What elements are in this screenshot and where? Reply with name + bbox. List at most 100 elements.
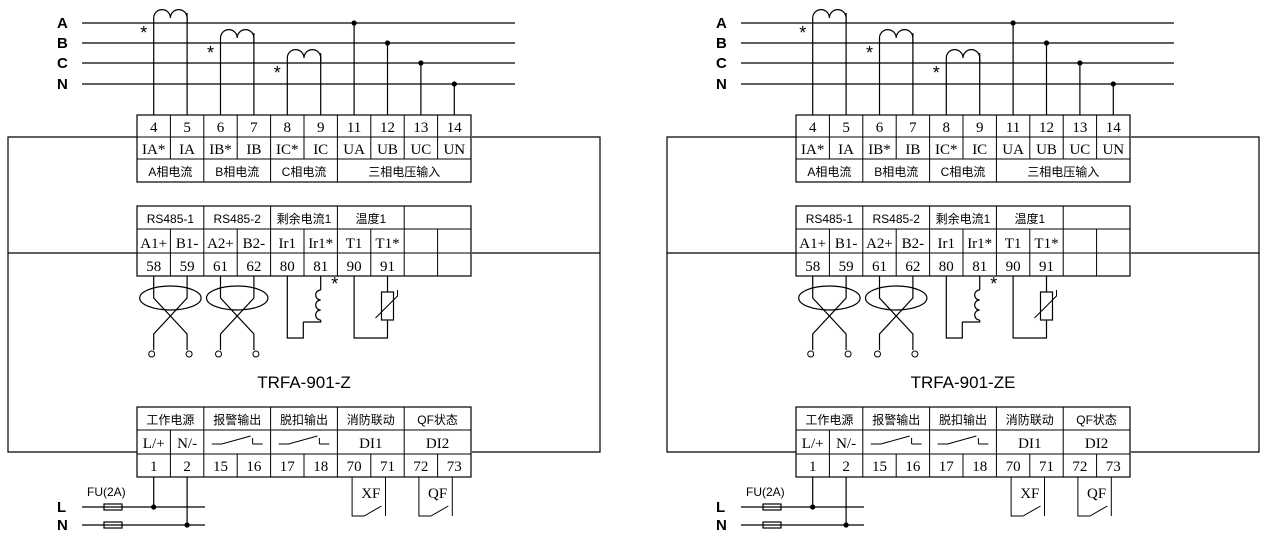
terminal-label: DI2: [1085, 436, 1108, 452]
group-label: A相电流: [807, 165, 851, 179]
terminal-number: 58: [805, 259, 820, 275]
sensor-wire: [353, 276, 389, 339]
terminal-label: IA: [838, 142, 854, 158]
terminal-number: 1: [809, 459, 817, 475]
rct-wire: [286, 276, 304, 339]
rct-wire: [303, 320, 322, 323]
wire-end: [874, 350, 881, 358]
terminal-label: T1: [346, 236, 363, 252]
terminal-number: 15: [213, 459, 228, 475]
phase-label-3: N: [57, 76, 68, 93]
rct-wire: [962, 320, 981, 323]
thermistor: [380, 291, 395, 321]
thermistor: [1039, 291, 1054, 321]
terminal-label: DI1: [1018, 436, 1041, 452]
terminal-number: 14: [447, 120, 463, 136]
terminal-number: 2: [842, 459, 850, 475]
terminal-label: IA*: [142, 142, 165, 158]
terminal-number: 61: [213, 259, 228, 275]
terminal-label: IA*: [801, 142, 824, 158]
wire-end: [148, 350, 156, 358]
phase-label-2: C: [57, 55, 68, 72]
terminal-label: UN: [443, 142, 465, 158]
fuse: [103, 503, 123, 511]
phase-label-1: B: [716, 35, 727, 52]
group-label: B相电流: [215, 165, 259, 179]
terminal-label: DI1: [359, 436, 382, 452]
terminal-label: B1-: [176, 236, 199, 252]
group-label: RS485-1: [147, 212, 195, 226]
terminal-number: 11: [347, 120, 361, 136]
group-label: 工作电源: [805, 413, 853, 427]
terminal-number: 16: [246, 459, 262, 475]
terminal-number: 4: [809, 120, 817, 136]
terminal-label: Ir1: [938, 236, 956, 252]
relay-contact: [278, 435, 330, 445]
wire-end: [185, 350, 193, 358]
terminal-number: 17: [939, 459, 955, 475]
terminal-label: IB: [905, 142, 920, 158]
group-label: 剩余电流1: [936, 211, 991, 226]
group-label: 消防联动: [1006, 412, 1054, 427]
terminal-number: 90: [1006, 259, 1021, 275]
terminal-number: 5: [183, 120, 191, 136]
supply-label-n: N: [716, 517, 727, 534]
cable-shield: [139, 285, 202, 311]
breaker-status-contact-label: QF: [428, 486, 447, 502]
ct-coil: [878, 29, 914, 43]
terminal-label: IB*: [209, 142, 232, 158]
terminal-number: 7: [250, 120, 258, 136]
terminal-number: 62: [905, 259, 920, 275]
terminal-number: 8: [943, 120, 951, 136]
ct-coil: [153, 9, 188, 23]
terminal-number: 18: [972, 459, 987, 475]
terminal-label: Ir1*: [967, 236, 992, 252]
terminal-label: UC: [410, 142, 431, 158]
terminal-label: UB: [377, 142, 398, 158]
fuse: [762, 503, 782, 511]
wire-end: [911, 350, 919, 358]
terminal-label: IC*: [276, 142, 299, 158]
cable-shield: [798, 285, 861, 311]
wire-end: [252, 350, 260, 358]
group-label: RS485-1: [806, 212, 854, 226]
terminal-number: 6: [876, 120, 884, 136]
terminal-label: B2-: [902, 236, 925, 252]
terminal-number: 81: [313, 259, 328, 275]
device-outline-left: [7, 136, 137, 254]
terminal-number: 11: [1006, 120, 1020, 136]
terminal-label: Ir1: [279, 236, 297, 252]
terminal-number: 72: [413, 459, 428, 475]
ct-polarity-star: *: [140, 23, 147, 43]
junction-dot: [1077, 60, 1083, 66]
terminal-number: 13: [413, 120, 428, 136]
terminal-number: 16: [905, 459, 921, 475]
terminal-number: 59: [839, 259, 854, 275]
twisted-pair-wire: [219, 276, 255, 350]
terminal-number: 7: [909, 120, 917, 136]
ct-coil: [286, 49, 322, 63]
terminal-label: L/+: [143, 436, 165, 452]
supply-label-l: L: [716, 499, 725, 516]
terminal-label: A1+: [799, 236, 826, 252]
terminal-label: Ir1*: [308, 236, 333, 252]
terminal-label: A2+: [866, 236, 893, 252]
wire-end: [844, 350, 852, 358]
relay-contact: [937, 435, 989, 445]
terminal-number: 14: [1106, 120, 1122, 136]
ct-polarity-star: *: [933, 63, 940, 83]
group-label: 消防联动: [347, 412, 395, 427]
junction-dot: [151, 504, 157, 510]
terminal-number: 80: [939, 259, 954, 275]
terminal-label: DI2: [426, 436, 449, 452]
group-label: 报警输出: [213, 412, 261, 427]
terminal-number: 73: [1106, 459, 1121, 475]
ct-coil: [812, 9, 847, 23]
terminal-label: UA: [1002, 142, 1024, 158]
device-outline-right-lower: [1131, 253, 1260, 453]
group-label: 三相电压输入: [368, 164, 440, 179]
terminal-label: IB*: [868, 142, 891, 158]
group-label: C相电流: [941, 165, 986, 179]
terminal-number: 91: [380, 259, 395, 275]
